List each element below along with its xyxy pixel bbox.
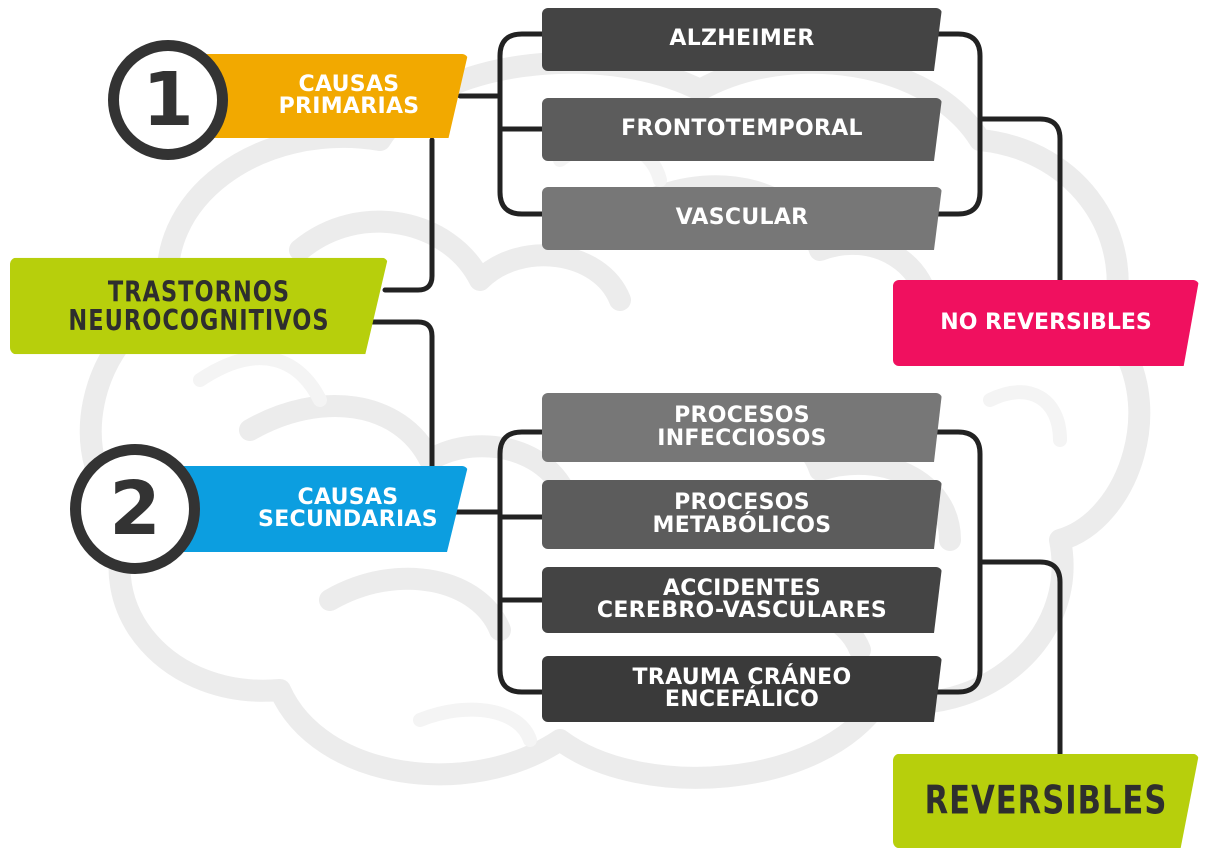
outcome-reversibles-label: REVERSIBLES xyxy=(924,777,1168,824)
item-procesos-infecciosos-label: PROCESOS INFECCIOSOS xyxy=(657,403,827,451)
cause-secondary-label: CAUSAS SECUNDARIAS xyxy=(258,484,438,532)
item-accidentes-cerebrovasculares-label: ACCIDENTES CEREBRO-VASCULARES xyxy=(596,575,888,623)
number-one-circle: 1 xyxy=(108,40,228,160)
item-procesos-metabolicos-label: PROCESOS METABÓLICOS xyxy=(652,490,832,538)
item-vascular: VASCULAR xyxy=(542,187,942,250)
item-frontotemporal: FRONTOTEMPORAL xyxy=(542,98,942,161)
item-vascular-label: VASCULAR xyxy=(675,205,809,231)
cause-secondary-box: CAUSAS SECUNDARIAS xyxy=(168,466,468,552)
outcome-reversibles: REVERSIBLES xyxy=(893,753,1199,848)
root-node-trastornos: TRASTORNOS NEUROCOGNITIVOS xyxy=(10,257,388,355)
item-trauma-craneo-encefalico: TRAUMA CRÁNEO ENCEFÁLICO xyxy=(542,656,942,722)
item-alzheimer: ALZHEIMER xyxy=(542,8,942,71)
outcome-no-reversibles: NO REVERSIBLES xyxy=(893,280,1199,366)
item-procesos-infecciosos: PROCESOS INFECCIOSOS xyxy=(542,393,942,462)
cause-primary-box: CAUSAS PRIMARIAS xyxy=(190,54,468,138)
item-frontotemporal-label: FRONTOTEMPORAL xyxy=(621,116,863,142)
cause-primary-label: CAUSAS PRIMARIAS xyxy=(278,71,420,119)
number-one-label: 1 xyxy=(142,57,194,143)
item-accidentes-cerebrovasculares: ACCIDENTES CEREBRO-VASCULARES xyxy=(542,567,942,633)
number-two-circle: 2 xyxy=(70,444,200,574)
outcome-no-reversibles-label: NO REVERSIBLES xyxy=(940,309,1152,335)
number-two-label: 2 xyxy=(109,466,161,552)
item-trauma-craneo-encefalico-label: TRAUMA CRÁNEO ENCEFÁLICO xyxy=(632,664,852,712)
item-alzheimer-label: ALZHEIMER xyxy=(669,26,815,52)
root-label: TRASTORNOS NEUROCOGNITIVOS xyxy=(68,274,330,338)
item-procesos-metabolicos: PROCESOS METABÓLICOS xyxy=(542,480,942,549)
